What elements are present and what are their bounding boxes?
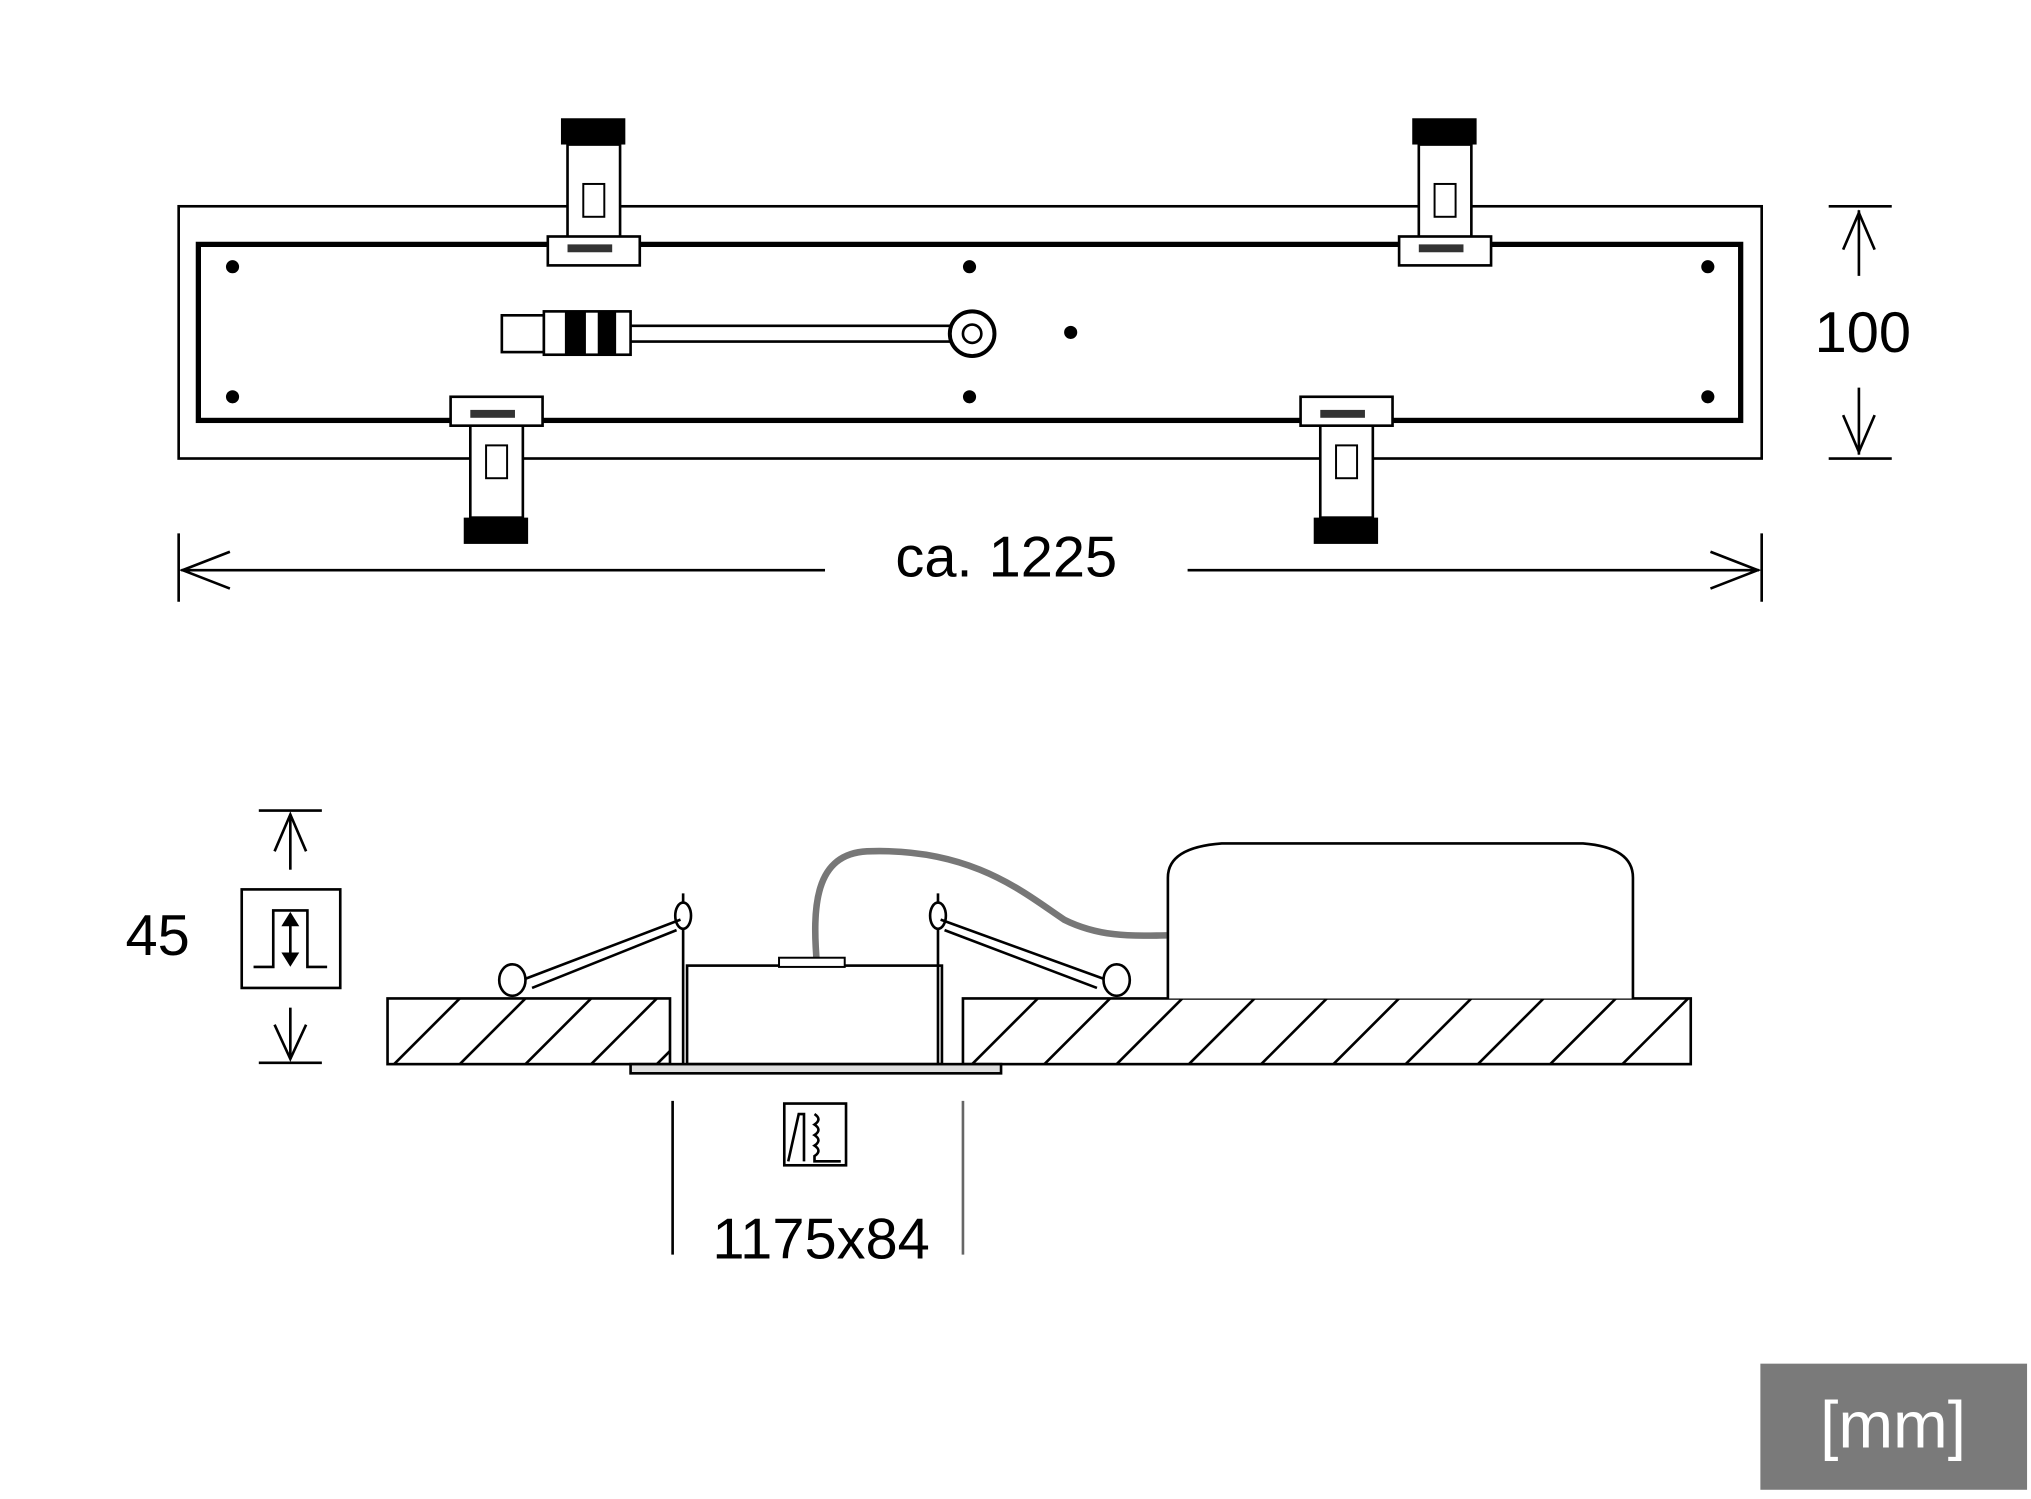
recess-depth-icon (240, 888, 342, 990)
width-label: ca. 1225 (895, 526, 1117, 590)
unit-label: [mm] (1820, 1389, 1966, 1462)
unit-badge: [mm] (1760, 1363, 2028, 1490)
cable (811, 847, 1167, 968)
luminaire-inner-housing (195, 241, 1744, 424)
connector-cable (500, 309, 997, 359)
driver-box (1166, 842, 1635, 999)
ceiling-left (386, 997, 672, 1066)
ceiling-cutout-icon (782, 1102, 848, 1167)
width-dimension (177, 533, 1764, 602)
screws (225, 260, 1715, 404)
luminaire-outer-frame (177, 204, 1764, 460)
top-view: 100 ca. 1225 (177, 116, 1911, 602)
flange (629, 1062, 1003, 1075)
height-dimension (1828, 204, 1892, 460)
spring-clips (497, 893, 1132, 1065)
cutout-label: 1175x84 (712, 1208, 929, 1272)
ceiling-right (961, 997, 1693, 1066)
luminaire-body (685, 964, 944, 1066)
cutout-dimension (671, 1100, 965, 1255)
section-view: 45 1175x84 (125, 809, 1693, 1272)
height-label: 100 (1815, 301, 1911, 365)
depth-label: 45 (125, 904, 189, 968)
depth-dimension (258, 809, 322, 1065)
